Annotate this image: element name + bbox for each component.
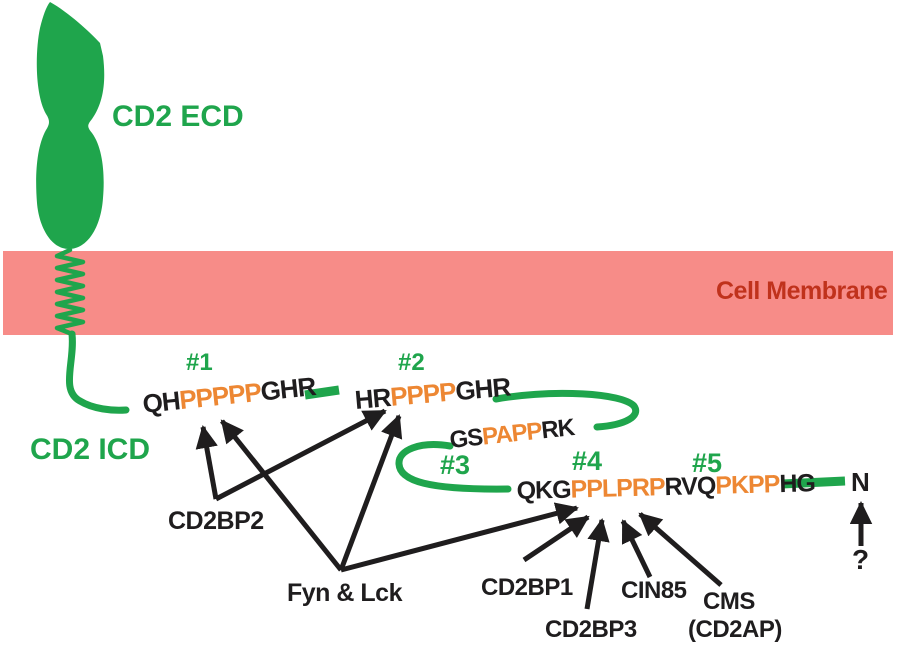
binder-cms-alt-label: (CD2AP) bbox=[688, 616, 782, 643]
arrow-fyn-lck-to-motif1 bbox=[220, 419, 343, 572]
chain-dash-1 bbox=[304, 385, 340, 400]
motif-3-post: RK bbox=[540, 414, 576, 445]
motif-1-post: GHR bbox=[259, 371, 317, 407]
chain-hairpin-left bbox=[395, 441, 512, 493]
motif-1-number: #1 bbox=[186, 349, 213, 376]
binder-cd2bp2-label: CD2BP2 bbox=[168, 507, 264, 535]
unknown-binder-label: ? bbox=[852, 544, 870, 575]
motif-2-proline-stretch: PPPP bbox=[388, 376, 457, 412]
binder-cd2bp1-label: CD2BP1 bbox=[481, 574, 573, 601]
arrow-fyn-lck-to-motif4 bbox=[340, 502, 579, 573]
motif-4-pre: QKG bbox=[516, 475, 571, 505]
arrow-cd2bp1-to-motif4 bbox=[522, 514, 590, 563]
cell-membrane-band: Cell Membrane bbox=[3, 251, 893, 335]
arrow-cms-to-motif4 bbox=[638, 512, 723, 587]
motif-2-pre: HR bbox=[353, 382, 392, 415]
arrow-fyn-lck-to-motif2 bbox=[338, 414, 403, 571]
motif-5-number: #5 bbox=[692, 448, 723, 478]
binder-cms-label: CMS bbox=[703, 588, 755, 615]
motif-2-post: GHR bbox=[454, 371, 512, 407]
arrow-cd2bp2-to-motif2 bbox=[214, 408, 387, 502]
motif-3-number: #3 bbox=[440, 450, 471, 480]
motif-2-number: #2 bbox=[398, 349, 425, 376]
chain-dash-2 bbox=[781, 476, 846, 489]
icd-linker-curve bbox=[65, 330, 130, 414]
binder-fyn-lck-label: Fyn & Lck bbox=[287, 579, 402, 607]
cd2-ecd-label: CD2 ECD bbox=[112, 100, 244, 133]
motif-3-pre: GS bbox=[448, 423, 484, 454]
binder-cd2bp3-label: CD2BP3 bbox=[545, 616, 637, 643]
arrow-cd2bp2-to-motif1 bbox=[195, 425, 219, 500]
motif-1-pre: QH bbox=[141, 385, 182, 419]
cd2-ecd-shape bbox=[36, 2, 105, 249]
chain-hairpin-right bbox=[492, 389, 640, 431]
motif-4-proline-stretch: PPLPRP bbox=[570, 473, 665, 504]
motif-4-5-mid: RVQ bbox=[664, 471, 716, 502]
motif-5-proline-stretch: PKPP bbox=[714, 470, 780, 500]
binding-arrows bbox=[195, 408, 873, 610]
n-terminus-label: N bbox=[851, 467, 870, 497]
arrow-cd2bp3-to-motif4 bbox=[584, 518, 610, 610]
cd2-icd-label: CD2 ICD bbox=[30, 433, 151, 466]
arrow-cin85-to-motif4 bbox=[620, 519, 653, 579]
transmembrane-helix-coil bbox=[54, 247, 86, 337]
motif-5-post: HG bbox=[779, 469, 816, 499]
binder-cin85-label: CIN85 bbox=[621, 577, 687, 604]
motif-4-number: #4 bbox=[572, 446, 603, 476]
cell-membrane-label: Cell Membrane bbox=[716, 277, 888, 305]
